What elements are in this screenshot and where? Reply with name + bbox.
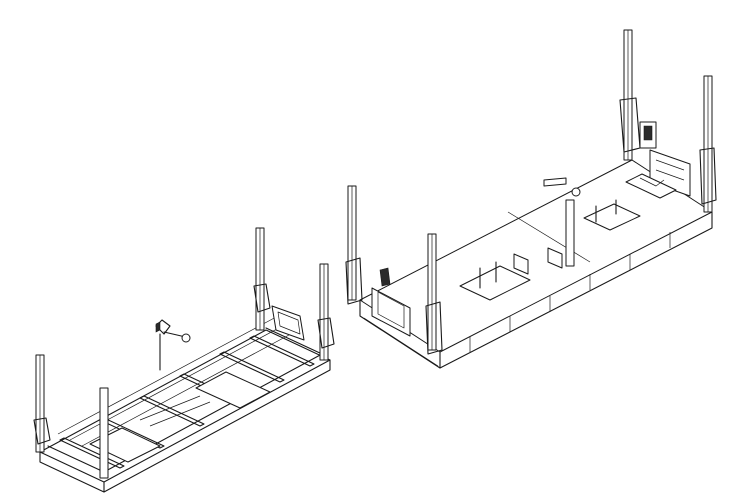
deck-fixture — [583, 199, 641, 231]
skirt-stiffeners — [469, 232, 671, 352]
left-frame-rail-depth — [39, 359, 331, 493]
frame-box-unit — [271, 305, 305, 341]
left-frame-side-rail-inner — [47, 327, 323, 473]
platform-stakes — [347, 29, 713, 351]
platform-skirt — [359, 211, 713, 369]
corner-frame-box — [371, 267, 411, 337]
decked-platform-chassis — [345, 29, 717, 369]
deck-fixture — [459, 253, 531, 301]
open-frame-chassis — [33, 227, 335, 493]
frame-plate — [195, 371, 271, 409]
rear-fixtures — [625, 121, 691, 199]
hitch-assembly — [155, 319, 191, 371]
deck-column — [543, 177, 581, 269]
left-frame-side-rail-front — [39, 329, 331, 483]
